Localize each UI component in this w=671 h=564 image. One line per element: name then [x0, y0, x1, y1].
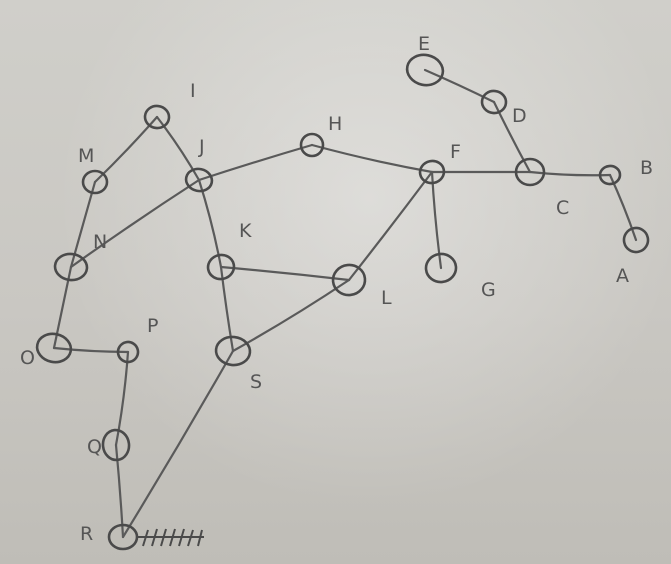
- node-label-r: R: [80, 523, 93, 545]
- node-label-b: B: [640, 157, 653, 179]
- node-p: [116, 340, 140, 364]
- node-n: [53, 252, 89, 282]
- ground-symbol: [138, 528, 204, 547]
- node-k: [206, 253, 236, 281]
- node-o: [35, 332, 73, 364]
- edge-h-j: [197, 143, 314, 182]
- node-e: [405, 53, 445, 87]
- edge-f-g: [430, 170, 443, 270]
- node-label-c: C: [556, 197, 569, 219]
- ground-hatch: [138, 528, 204, 547]
- node-l: [331, 263, 367, 297]
- node-d: [480, 89, 508, 115]
- node-f: [418, 159, 446, 185]
- edge-f-h: [310, 143, 434, 174]
- node-label-f: F: [450, 141, 461, 163]
- edge-m-n: [69, 180, 97, 269]
- edge-d-c: [492, 100, 532, 174]
- node-label-s: S: [250, 371, 262, 393]
- node-label-g: G: [481, 279, 496, 301]
- edge-j-n: [69, 178, 201, 269]
- edge-k-s: [219, 265, 235, 353]
- edge-j-i: [155, 115, 201, 182]
- node-g: [424, 252, 458, 284]
- edge-f-l: [347, 170, 434, 282]
- edge-b-a: [608, 173, 638, 242]
- edge-n-o: [52, 265, 73, 350]
- edge-s-r: [121, 349, 235, 539]
- node-label-e: E: [418, 33, 430, 55]
- node-label-a: A: [616, 265, 629, 287]
- edge-k-l: [219, 265, 351, 282]
- node-label-d: D: [512, 105, 527, 127]
- node-label-p: P: [147, 315, 158, 337]
- node-j: [184, 167, 214, 193]
- node-label-h: H: [328, 113, 342, 135]
- node-i: [143, 104, 171, 130]
- node-label-j: J: [198, 136, 205, 158]
- node-r: [107, 523, 139, 551]
- edge-i-m: [93, 115, 159, 184]
- edges-layer: [52, 68, 638, 539]
- node-label-n: N: [93, 231, 107, 253]
- edge-c-b: [528, 170, 612, 177]
- node-s: [214, 335, 252, 367]
- node-q: [101, 428, 131, 462]
- node-label-l: L: [381, 287, 392, 309]
- node-label-k: K: [239, 220, 252, 242]
- edge-q-r: [114, 443, 125, 539]
- node-label-q: Q: [87, 436, 102, 458]
- node-h: [299, 132, 325, 158]
- node-m: [81, 169, 109, 195]
- node-b: [598, 164, 622, 186]
- node-label-i: I: [190, 80, 196, 102]
- labels-layer: A B C D E F G H I J K L M N O P Q R S: [20, 33, 653, 545]
- edge-e-d: [423, 68, 496, 104]
- edge-j-k: [197, 178, 223, 269]
- edge-o-p: [52, 346, 130, 354]
- nodes-layer: [35, 53, 650, 551]
- node-label-m: M: [78, 145, 94, 167]
- edge-s-l: [231, 278, 351, 353]
- node-a: [622, 226, 650, 254]
- node-c: [514, 157, 546, 187]
- node-label-o: O: [20, 347, 35, 369]
